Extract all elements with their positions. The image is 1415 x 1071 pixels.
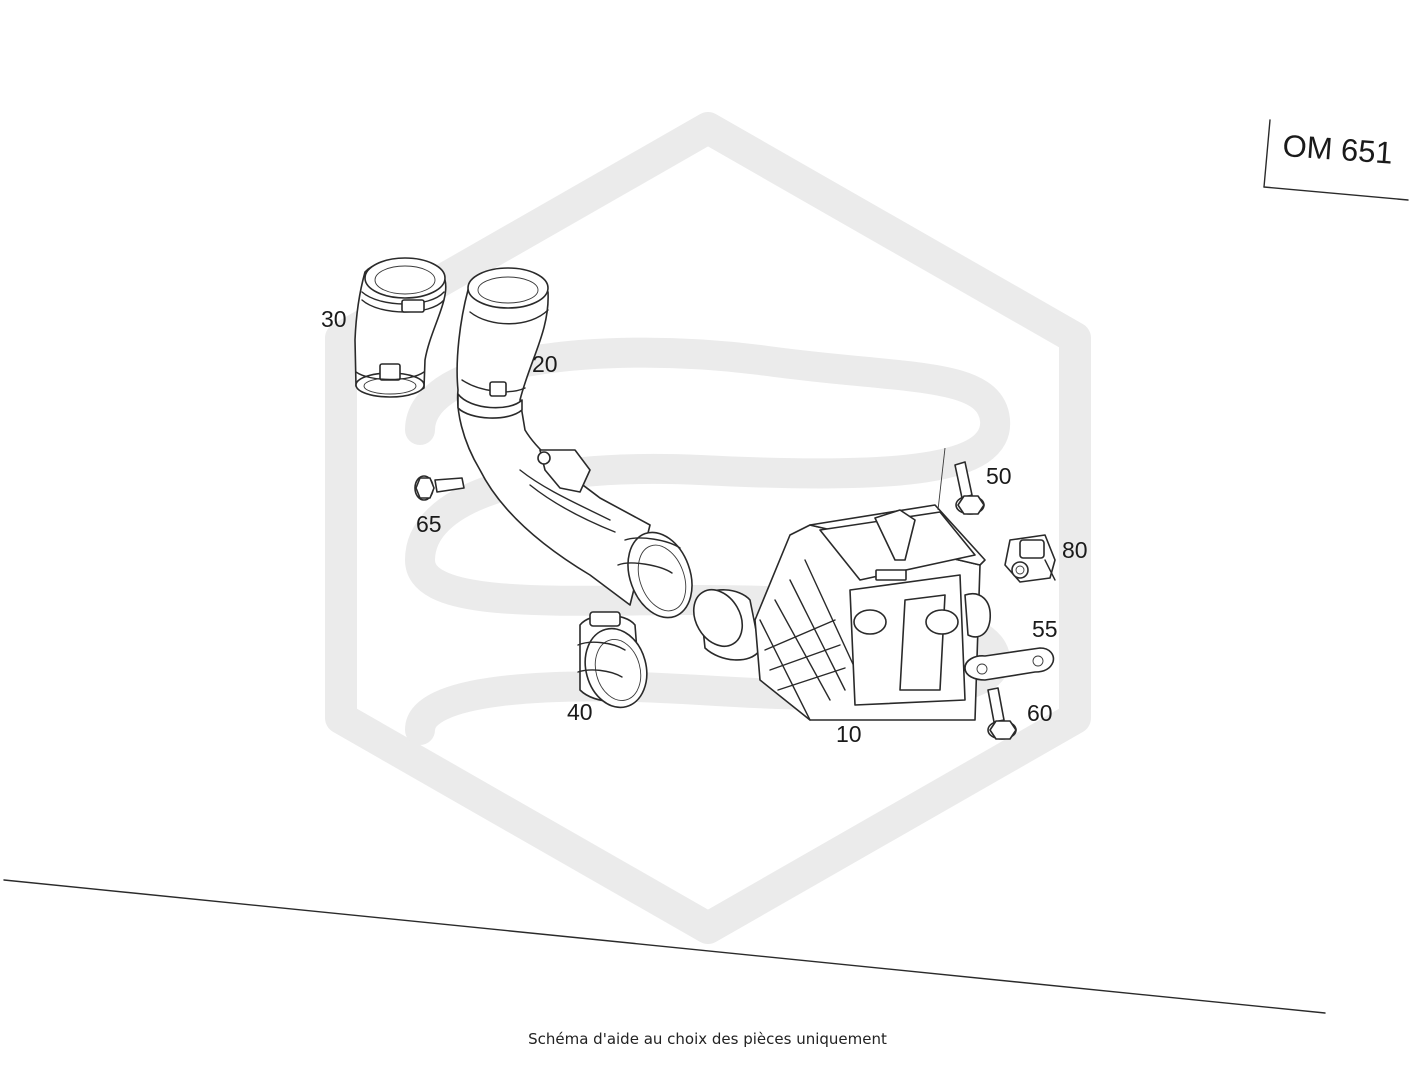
engine-label: OM 651: [1282, 128, 1394, 171]
callout-60: 60: [1027, 700, 1053, 726]
baseline-line: [3, 879, 1326, 1014]
pipe-part-20: [456, 267, 693, 619]
watermark-logo: [325, 112, 1091, 944]
plate-part-55: [964, 647, 1055, 681]
bolt-part-50: [937, 447, 985, 515]
callout-80: 80: [1062, 537, 1088, 563]
engine-label-box: OM 651: [1263, 119, 1409, 201]
callout-40: 40: [567, 699, 593, 725]
intercooler-part-10: [692, 504, 991, 721]
callout-55: 55: [1032, 616, 1058, 642]
callout-labels: 10 20 30 40 50 55 60 65 80: [321, 306, 1088, 747]
sensor-part-80: [1004, 534, 1056, 583]
callout-30: 30: [321, 306, 347, 332]
bolt-part-60: [987, 687, 1017, 740]
bolt-part-65: [414, 475, 465, 501]
clamp-part-40: [577, 611, 648, 709]
callout-10: 10: [836, 721, 862, 747]
callout-50: 50: [986, 463, 1012, 489]
callout-20: 20: [532, 351, 558, 377]
hose-part-30: [354, 257, 447, 398]
callout-65: 65: [416, 511, 442, 537]
diagram-caption: Schéma d'aide au choix des pièces unique…: [528, 1030, 887, 1048]
